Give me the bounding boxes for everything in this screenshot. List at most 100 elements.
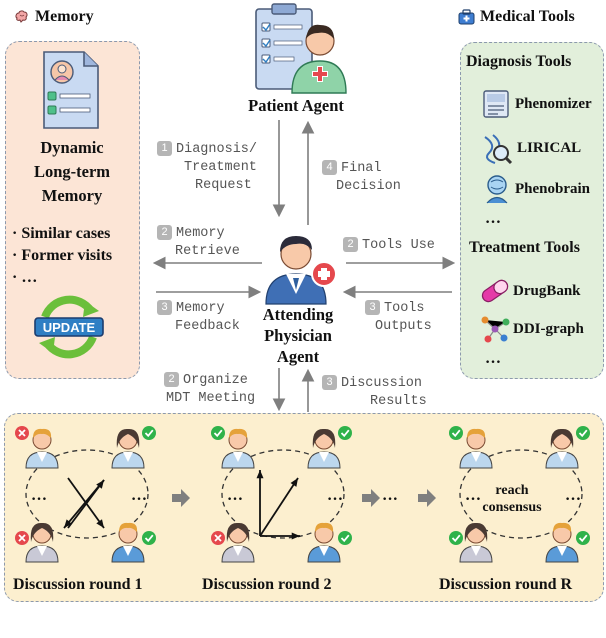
label-final-decision: 4 Final Decision [320, 160, 401, 196]
round-3-circle [459, 449, 583, 539]
between-rounds-ellipsis: ··· [382, 491, 398, 508]
step-number: 3 [365, 300, 380, 315]
label-line: Memory [176, 226, 225, 241]
label-line: Outputs [375, 319, 432, 334]
check-icon [449, 531, 463, 545]
male-doctor-icon [25, 428, 59, 469]
label-line: Final [341, 161, 382, 176]
round-2-circle [221, 449, 345, 539]
cross-icon [15, 531, 29, 545]
next-round-arrow [172, 489, 190, 507]
ellipsis-left: … [31, 487, 47, 504]
arrow-head [290, 478, 298, 487]
tool-drugbank: DrugBank [513, 283, 581, 299]
consensus-line-1: reach [495, 483, 529, 498]
next-round-arrow [418, 489, 436, 507]
label-line: Request [195, 178, 252, 193]
male-doctor-icon [221, 428, 255, 469]
label-line: Feedback [175, 319, 240, 334]
persuade-arrow [63, 479, 105, 529]
ellipsis-left: … [227, 487, 243, 504]
phenobrain-icon [486, 175, 508, 204]
memory-title-line-1: Dynamic [40, 138, 104, 157]
check-icon [576, 531, 590, 545]
memory-item-more: · … [12, 269, 38, 286]
medical-kit-icon [458, 9, 475, 25]
female-doctor-icon [545, 428, 579, 469]
drugbank-icon [481, 279, 509, 303]
memory-title-line-3: Memory [41, 186, 103, 205]
check-icon [576, 426, 590, 440]
physician-agent-label: Attending Physician Agent [228, 304, 368, 367]
step-number: 1 [157, 141, 172, 156]
arrow-head [256, 470, 264, 479]
consensus-line-2: consensus [482, 500, 542, 515]
consensus-label: reach consensus [468, 482, 556, 516]
label-organize-mdt: 2 Organize MDT Meeting [161, 372, 255, 408]
patient-record-icon [43, 51, 99, 129]
female-doctor-icon [221, 522, 255, 563]
physician-label-line-1: Attending [262, 305, 334, 324]
memory-title-line-2: Long-term [33, 162, 111, 181]
arrow-head [291, 532, 300, 540]
label-line: Memory [176, 301, 225, 316]
phenomizer-icon [483, 90, 509, 118]
label-line: Retrieve [175, 244, 240, 259]
ellipsis-left: … [465, 487, 481, 504]
female-doctor-icon [459, 522, 493, 563]
physician-label-line-3: Agent [276, 347, 320, 366]
diagnosis-tools-more: … [485, 210, 501, 227]
check-icon [211, 426, 225, 440]
step-number: 3 [157, 300, 172, 315]
physician-label-line-2: Physician [264, 326, 332, 345]
check-icon [338, 531, 352, 545]
label-memory-retrieve: 2 Memory Retrieve [157, 225, 240, 261]
tools-header-label: Medical Tools [480, 8, 575, 25]
update-icon: UPDATE [34, 295, 104, 359]
tool-phenomizer: Phenomizer [515, 96, 592, 112]
tool-lirical: LIRICAL [517, 140, 582, 156]
label-line: Results [370, 394, 427, 409]
round-r-label: Discussion round R [439, 576, 573, 593]
female-doctor-icon [25, 522, 59, 563]
check-icon [142, 531, 156, 545]
memory-header-label: Memory [35, 8, 94, 25]
ddi-graph-icon [481, 316, 510, 343]
discussion-panel [4, 413, 604, 602]
tools-header: Medical Tools [458, 6, 575, 28]
label-line: Tools [384, 301, 425, 316]
label-line: Tools Use [362, 238, 435, 253]
label-line: Diagnosis/ [176, 142, 258, 157]
memory-header: Memory [14, 6, 94, 28]
cross-icon [211, 531, 225, 545]
patient-agent-label: Patient Agent [248, 96, 344, 115]
ellipsis-right: … [565, 487, 581, 504]
cross-icon [15, 426, 29, 440]
memory-items: · Similar cases · Former visits · … [12, 223, 137, 289]
round-1-label: Discussion round 1 [13, 576, 143, 593]
step-number: 2 [164, 372, 179, 387]
step-number: 2 [157, 225, 172, 240]
male-doctor-icon [545, 522, 579, 563]
arrow-head [64, 519, 72, 528]
update-label: UPDATE [43, 320, 96, 335]
male-doctor-icon [111, 522, 145, 563]
label-memory-feedback: 3 Memory Feedback [157, 300, 240, 336]
label-line: Organize [183, 373, 248, 388]
tool-ddi-graph: DDI-graph [513, 321, 584, 337]
label-line: MDT Meeting [166, 391, 256, 406]
persuade-arrow [259, 477, 299, 537]
lirical-icon [484, 134, 513, 165]
next-round-arrow [362, 489, 380, 507]
step-number: 4 [322, 160, 337, 175]
label-line: Decision [336, 179, 401, 194]
male-doctor-icon [307, 522, 341, 563]
step-number: 3 [322, 375, 337, 390]
memory-item-former-visits: · Former visits [12, 247, 113, 264]
